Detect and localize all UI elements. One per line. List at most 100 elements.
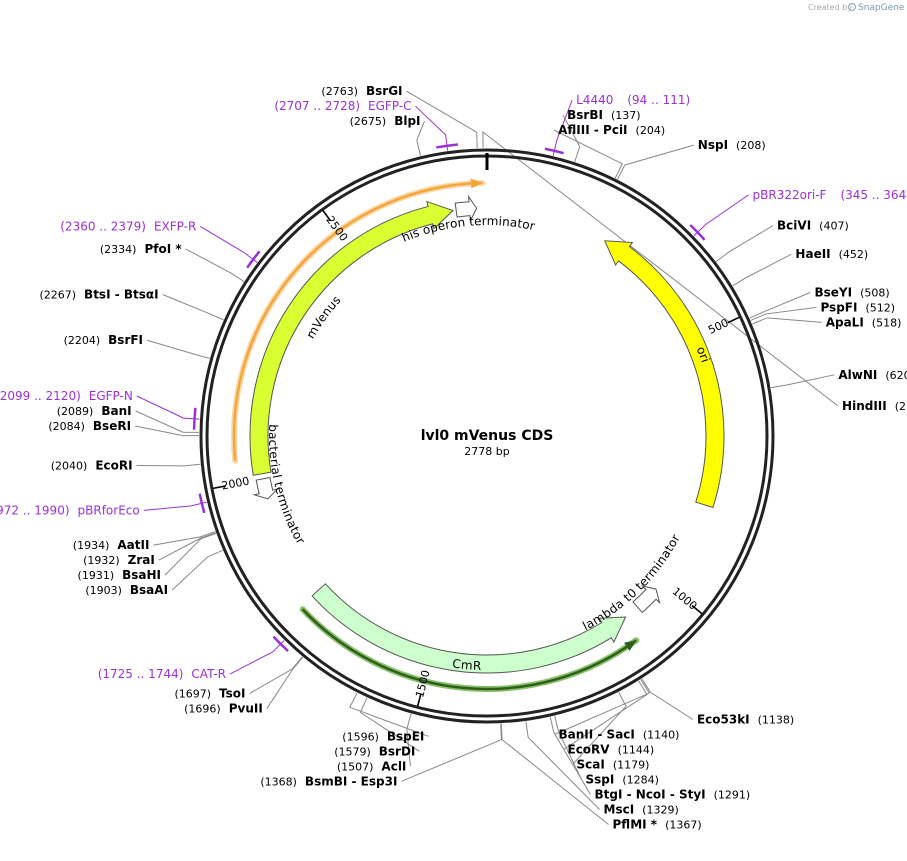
site-label: pBR322ori-F(345 .. 364) xyxy=(753,188,907,202)
enzyme-bsrbi[interactable]: BsrBI(137) xyxy=(567,108,640,122)
site-label: ApaLI(518) xyxy=(826,315,902,329)
site-label: MscI(1329) xyxy=(604,803,679,817)
ori-label: ori xyxy=(694,344,713,364)
site-label: AflIII - PciI(204) xyxy=(558,123,665,137)
enzyme-bseri[interactable]: (2084)BseRI xyxy=(48,419,131,433)
enzyme-msci[interactable]: MscI(1329) xyxy=(604,803,679,817)
leader-line xyxy=(617,144,694,180)
enzyme-bsahi[interactable]: (1931)BsaHI xyxy=(78,568,161,582)
primer-bind-mark xyxy=(436,143,459,149)
site-label: Eco53kI(1138) xyxy=(697,713,794,727)
leader-line xyxy=(349,692,429,737)
site-label: NspI(208) xyxy=(698,138,766,152)
enzyme-pvuii[interactable]: (1696)PvuII xyxy=(184,702,263,716)
site-label: SspI(1284) xyxy=(586,773,659,787)
site-label: (2360 .. 2379)EXFP-R xyxy=(60,219,196,233)
enzyme-ecorv[interactable]: EcoRV(1144) xyxy=(568,743,655,757)
leader-line xyxy=(135,410,200,433)
site-label: HindIII(2772) xyxy=(842,399,907,413)
primer-cat-r[interactable]: (1725 .. 1744)CAT-R xyxy=(98,667,226,681)
enzyme-nspi[interactable]: NspI(208) xyxy=(698,138,766,152)
primer-egfp-n[interactable]: (2099 .. 2120)EGFP-N xyxy=(0,389,133,403)
enzyme-pspfi[interactable]: PspFI(512) xyxy=(820,300,895,314)
feature-ori[interactable]: ori xyxy=(603,240,725,509)
leader-line xyxy=(416,121,425,156)
snapgene-credit: Created by SnapGene xyxy=(808,2,905,13)
leader-line xyxy=(554,715,582,780)
primer-bind-mark xyxy=(192,407,197,430)
site-label: (1696)PvuII xyxy=(184,702,263,716)
primer-bind-mark xyxy=(544,147,564,155)
site-label: HaeII(452) xyxy=(795,247,868,261)
leader-line xyxy=(359,697,420,752)
enzyme-btsi-bts-i[interactable]: (2267)BtsI - BtsαI xyxy=(39,288,158,302)
leader-line xyxy=(134,425,200,437)
tick-1500: 1500 xyxy=(413,669,433,707)
primer-pbrforeco[interactable]: (1972 .. 1990)pBRforEco xyxy=(0,503,140,517)
enzyme-afliii-pcii[interactable]: AflIII - PciI(204) xyxy=(558,123,665,137)
leader-line xyxy=(749,291,811,319)
plasmid-name: lvl0 mVenus CDS xyxy=(421,428,554,444)
enzyme-bsrfi[interactable]: (2204)BsrFI xyxy=(64,333,143,347)
enzyme-scai[interactable]: ScaI(1179) xyxy=(577,758,650,772)
site-label: BsrBI(137) xyxy=(567,108,640,122)
site-label: ScaI(1179) xyxy=(577,758,650,772)
enzyme-bani[interactable]: (2089)BanI xyxy=(57,404,132,418)
tick-1000: 1000 xyxy=(670,585,703,615)
feature-cmr[interactable]: CmR xyxy=(311,583,627,674)
site-labels: HindIII(2772) (2763)BsrGI (2675)BlpI BsrBI(… xyxy=(0,84,907,831)
site-label: (2099 .. 2120)EGFP-N xyxy=(0,389,133,403)
enzyme-alwni[interactable]: AlwNI(620) xyxy=(838,368,907,382)
enzyme-zrai[interactable]: (1932)ZraI xyxy=(83,553,155,567)
enzyme-hindiii[interactable]: HindIII(2772) xyxy=(842,399,907,413)
leader-lines xyxy=(134,90,839,825)
enzyme-pfoi[interactable]: (2334)PfoI * xyxy=(100,242,182,256)
enzyme-sspi[interactable]: SspI(1284) xyxy=(586,773,659,787)
enzyme-pflmi[interactable]: PflMI *(1367) xyxy=(613,818,702,832)
primer-exfp-r[interactable]: (2360 .. 2379)EXFP-R xyxy=(60,219,196,233)
site-label: EcoRV(1144) xyxy=(568,743,655,757)
enzyme-apali[interactable]: ApaLI(518) xyxy=(826,315,902,329)
enzyme-bsrgi[interactable]: (2763)BsrGI xyxy=(321,84,402,98)
site-label: (1903)BsaAI xyxy=(85,583,168,597)
enzyme-bseyi[interactable]: BseYI(508) xyxy=(814,285,889,299)
enzyme-btgi-ncoi-styi[interactable]: BtgI - NcoI - StyI(1291) xyxy=(595,788,751,802)
his-operon-terminator-arrow-shape xyxy=(454,194,478,223)
site-label: (1368)BsmBI - Esp3I xyxy=(260,774,397,788)
primer-egfp-c[interactable]: (2707 .. 2728)EGFP-C xyxy=(274,99,411,113)
enzyme-ecori[interactable]: (2040)EcoRI xyxy=(51,458,133,472)
leader-line xyxy=(171,549,223,591)
enzyme-bspei[interactable]: (1596)BspEI xyxy=(342,729,424,743)
site-label: (1931)BsaHI xyxy=(78,568,161,582)
enzyme-blpi[interactable]: (2675)BlpI xyxy=(350,114,421,128)
enzyme-eco53ki[interactable]: Eco53kI(1138) xyxy=(697,713,794,727)
cmr-label: CmR xyxy=(451,656,481,672)
leader-line xyxy=(143,501,207,511)
site-label: BanII - SacI(1140) xyxy=(559,728,680,742)
leader-line xyxy=(553,129,624,179)
thin-arcs xyxy=(231,178,640,692)
primer-bind-mark xyxy=(198,493,206,514)
primer-l4440[interactable]: L4440(94 .. 111) xyxy=(576,93,690,107)
leader-line xyxy=(563,680,648,750)
primer-pbr322ori-f[interactable]: pBR322ori-F(345 .. 364) xyxy=(753,188,907,202)
enzyme-bsrdi[interactable]: (1579)BsrDI xyxy=(334,744,415,758)
enzyme-haeii[interactable]: HaeII(452) xyxy=(795,247,868,261)
bacterial-terminator-label: bacterial terminator xyxy=(266,424,308,546)
enzyme-tsoi[interactable]: (1697)TsoI xyxy=(174,687,245,701)
leader-line xyxy=(164,532,217,576)
enzyme-banii-saci[interactable]: BanII - SacI(1140) xyxy=(559,728,680,742)
enzyme-acli[interactable]: (1507)AclI xyxy=(337,759,407,773)
backbone-outer-ring xyxy=(199,148,775,724)
feature-lambda-t0-terminator[interactable]: lambda t0 terminator xyxy=(519,471,692,642)
enzyme-bsaai[interactable]: (1903)BsaAI xyxy=(85,583,168,597)
leader-line xyxy=(554,679,651,735)
enzyme-bsmbi-esp3i[interactable]: (1368)BsmBI - Esp3I xyxy=(260,774,397,788)
primer-marks xyxy=(192,143,706,653)
leader-line xyxy=(500,723,609,825)
enzyme-bcivi[interactable]: BciVI(407) xyxy=(777,219,849,233)
site-label: PflMI *(1367) xyxy=(613,818,702,832)
site-label: (1725 .. 1744)CAT-R xyxy=(98,667,226,681)
enzyme-aatii[interactable]: (1934)AatII xyxy=(73,538,150,552)
plasmid-length: 2778 bp xyxy=(464,445,509,458)
